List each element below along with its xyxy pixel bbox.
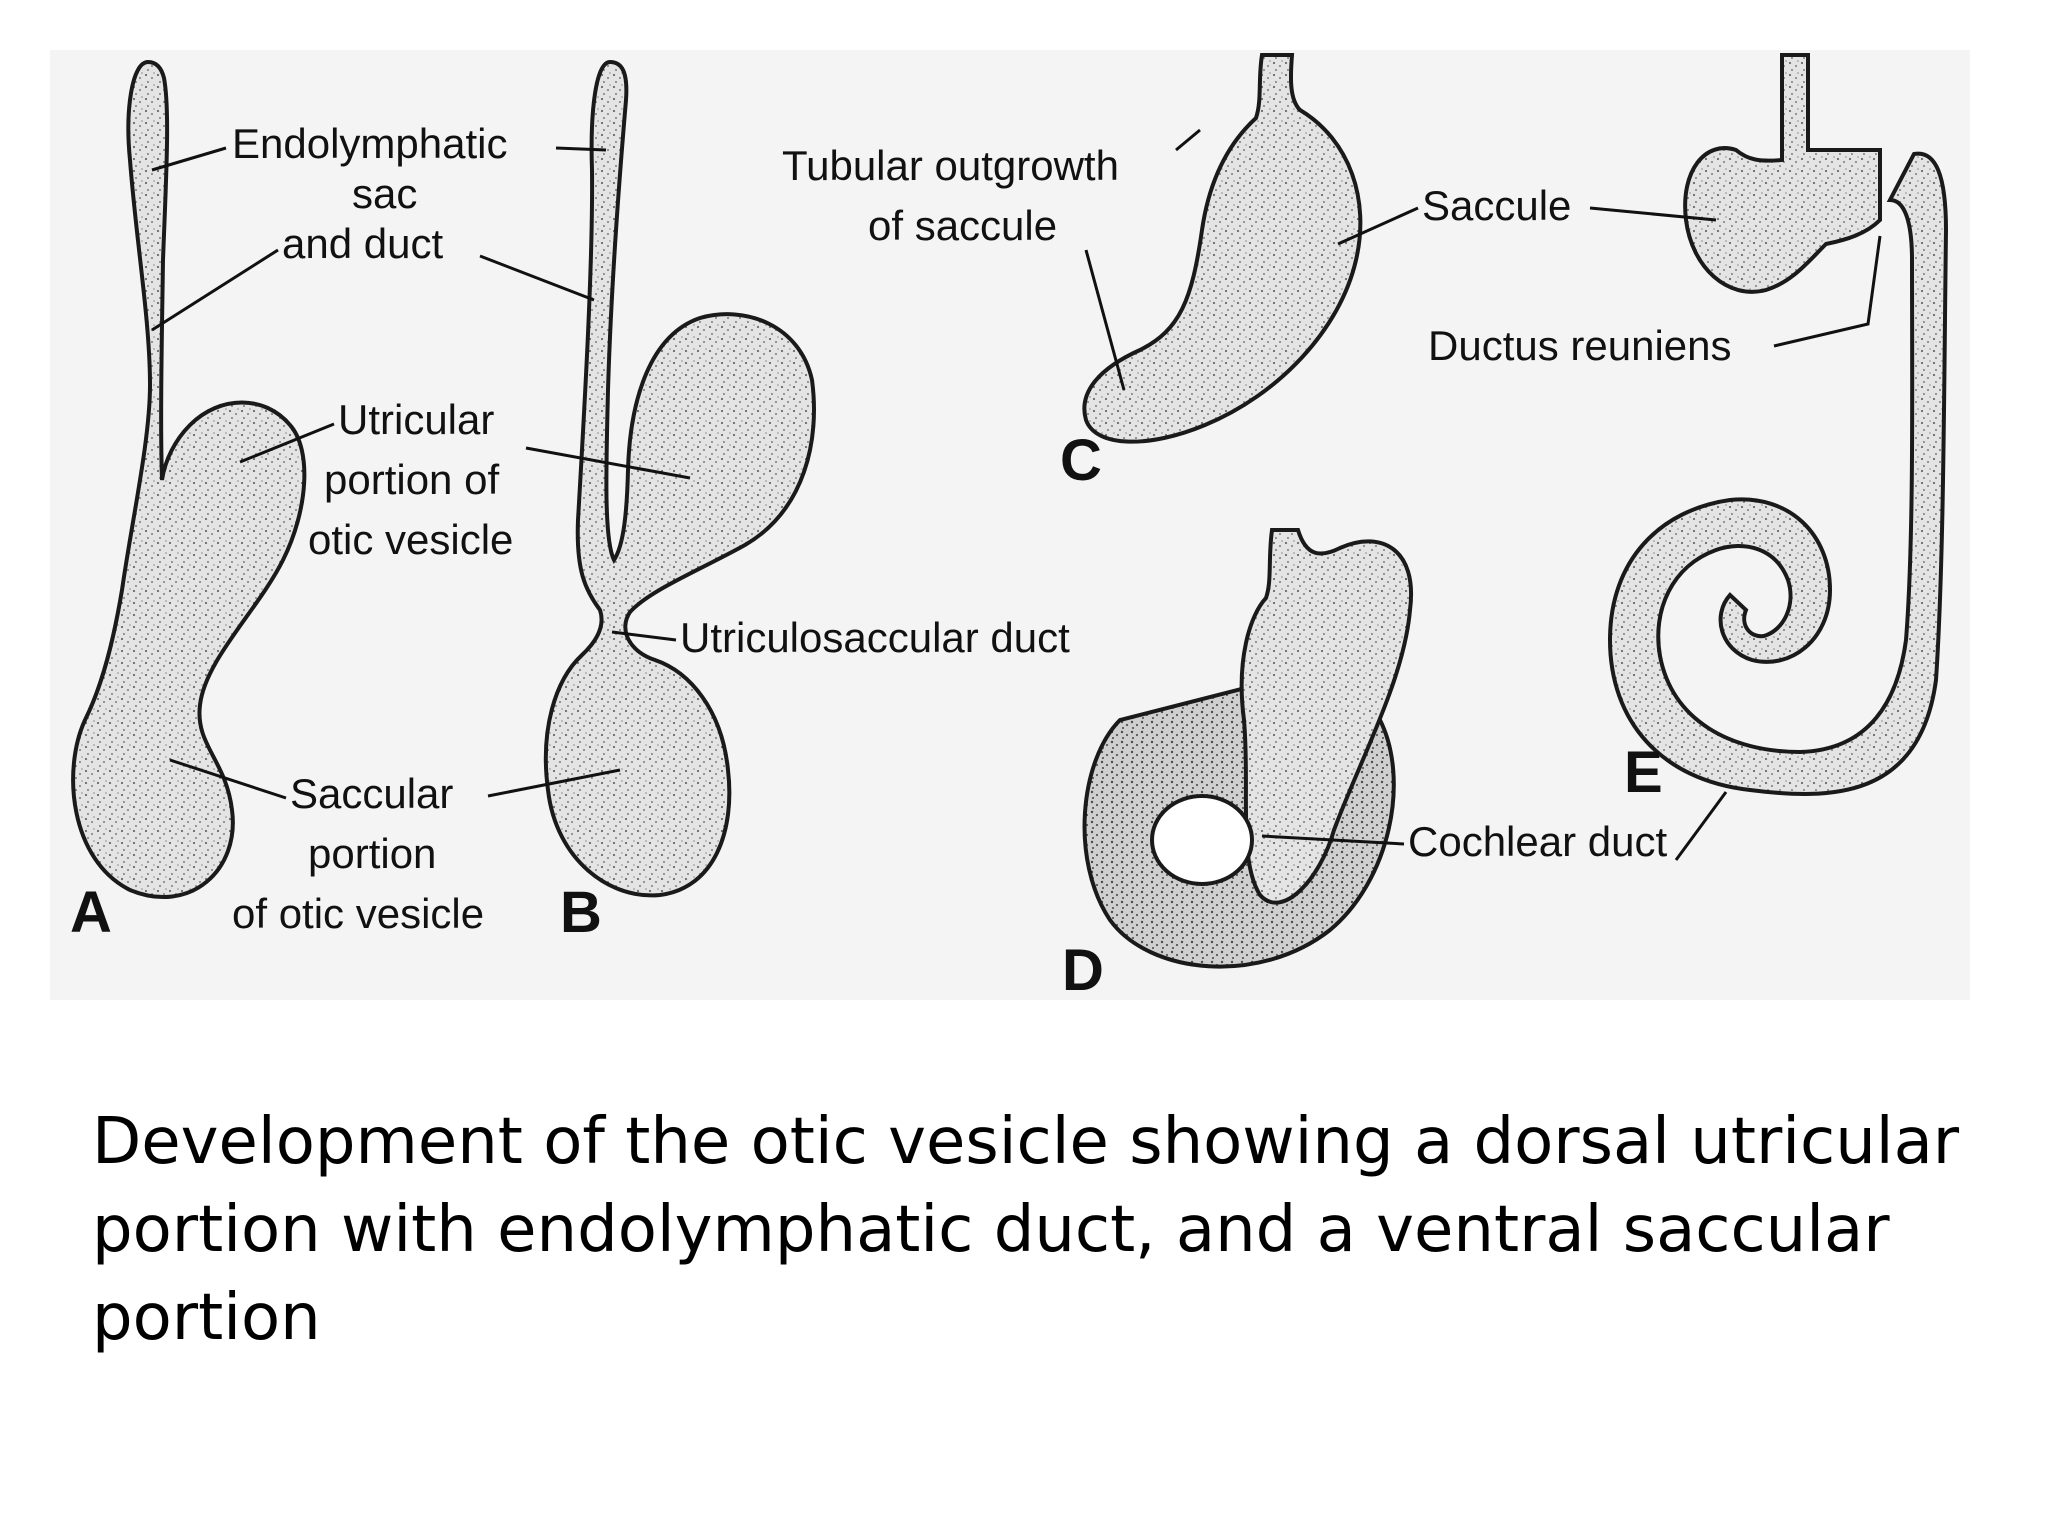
label-endolymphatic-line2: sac	[352, 170, 417, 217]
panel-a-structure	[71, 59, 307, 899]
label-saccular-line1: Saccular	[290, 770, 453, 817]
label-endolymphatic-line3: and duct	[282, 220, 443, 267]
panel-label-e: E	[1624, 740, 1663, 805]
label-ductus-reuniens: Ductus reuniens	[1428, 322, 1732, 369]
panel-e-structure	[1607, 53, 1949, 796]
label-saccule: Saccule	[1422, 182, 1571, 229]
leader-cochlear-d	[1261, 834, 1405, 846]
leader-utricular-a	[239, 422, 335, 464]
label-endolymphatic-line1: Endolymphatic	[232, 120, 507, 167]
leader-endolymphatic-a-sac	[151, 146, 227, 172]
panel-d-structure	[1082, 528, 1414, 969]
leader-utriculosaccular	[611, 630, 677, 642]
leader-saccular-b	[487, 768, 621, 798]
panel-label-c: C	[1060, 428, 1102, 493]
leader-tubular	[1084, 249, 1126, 391]
label-utricular-line3: otic vesicle	[308, 516, 513, 563]
leader-endolymphatic-a-duct	[151, 248, 279, 332]
leader-cochlear-e	[1674, 791, 1728, 861]
panel-c-structure	[1082, 53, 1363, 444]
cochlear-loop-hole	[1150, 794, 1254, 886]
label-saccular-line2: portion	[308, 830, 436, 877]
label-utricular-line2: portion of	[324, 456, 499, 503]
leader-saccule-e	[1589, 206, 1717, 222]
panel-b-structure	[543, 59, 816, 898]
label-utricular-line1: Utricular	[338, 396, 494, 443]
leader-tubular-top	[1175, 128, 1201, 152]
label-utriculosaccular-duct: Utriculosaccular duct	[680, 614, 1070, 661]
label-cochlear-duct: Cochlear duct	[1408, 818, 1667, 865]
leader-endolymphatic-b-sac	[555, 146, 607, 152]
figure-background	[50, 50, 1970, 1000]
label-saccular-line3: of otic vesicle	[232, 890, 484, 937]
label-tubular-line2: of saccule	[868, 202, 1057, 249]
panel-label-a: A	[70, 880, 112, 945]
leader-saccular-a	[169, 758, 287, 800]
figure-caption: Development of the otic vesicle showing …	[92, 1105, 1960, 1355]
panel-label-d: D	[1062, 938, 1104, 1003]
label-tubular-line1: Tubular outgrowth	[782, 142, 1119, 189]
leader-utricular-b	[525, 446, 691, 480]
leader-saccule-c	[1337, 206, 1419, 246]
leader-endolymphatic-b-duct	[479, 254, 595, 302]
leader-ductus-reuniens	[1773, 235, 1882, 348]
panel-label-b: B	[560, 880, 602, 945]
